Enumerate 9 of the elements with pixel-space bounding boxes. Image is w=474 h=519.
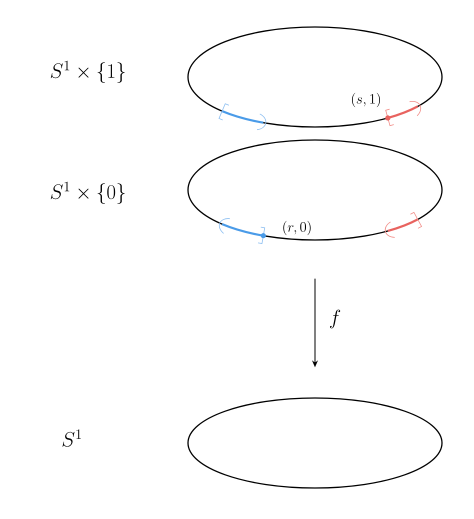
ellipse-shape [187, 397, 443, 489]
point-label: $(r,0)$ [283, 220, 311, 236]
edge-label: $f$ [330, 310, 340, 328]
space-label: $S^1 \times \{1\}$ [50, 60, 125, 83]
ellipse-shape [187, 139, 443, 241]
space-label: $S^1 \times \{0\}$ [50, 182, 125, 204]
space-label: $S^1$ [62, 429, 81, 447]
point-label: $(s,1)$ [352, 92, 380, 108]
ellipse-shape [187, 26, 443, 128]
